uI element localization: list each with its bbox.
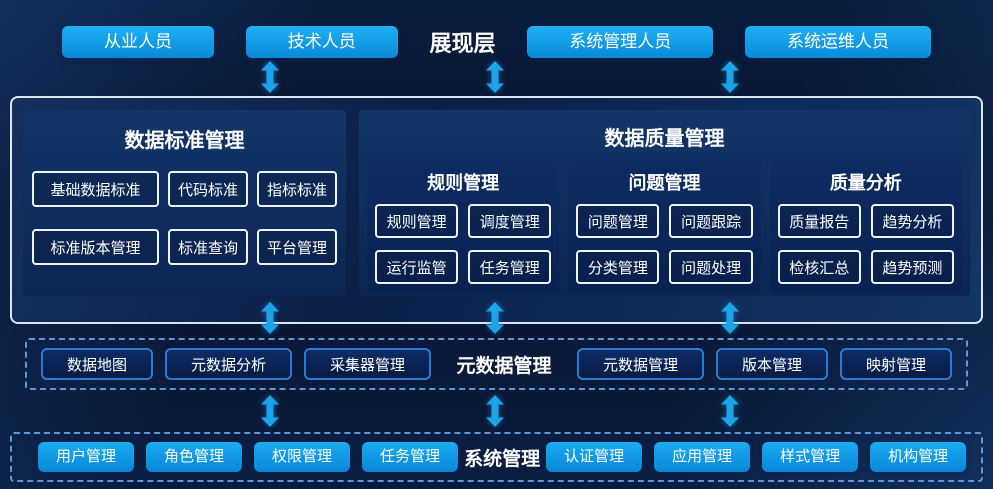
quality-item: 问题处理 [669,250,753,284]
standards-panel: 数据标准管理 基础数据标准 代码标准 指标标准 标准版本管理 标准查询 平台管理 [23,110,346,296]
system-item: 机构管理 [870,442,967,472]
double-arrow-icon [260,395,280,427]
system-item: 应用管理 [654,442,751,472]
subpanel-grid: 质量报告 趋势分析 检核汇总 趋势预测 [777,204,954,284]
quality-item: 运行监管 [375,250,459,284]
system-layer-title: 系统管理 [464,448,541,470]
double-arrow-icon [485,302,505,334]
arrow-row-bottom [0,390,993,432]
double-arrow-icon [485,61,505,93]
metadata-layer-title: 元数据管理 [456,355,552,377]
quality-item: 趋势预测 [870,250,954,284]
system-right-group: 认证管理 应用管理 样式管理 机构管理 [546,442,967,472]
standards-panel-title: 数据标准管理 [124,130,245,152]
presentation-layer-title: 展现层 [429,31,496,56]
standards-item: 指标标准 [257,171,337,207]
system-item: 样式管理 [762,442,859,472]
system-item: 用户管理 [38,442,135,472]
subpanel-grid: 问题管理 问题跟踪 分类管理 问题处理 [576,204,753,284]
quality-item: 质量报告 [777,204,861,238]
system-item: 认证管理 [546,442,643,472]
system-item: 角色管理 [146,442,243,472]
quality-item: 问题管理 [576,204,660,238]
quality-item: 调度管理 [468,204,552,238]
standards-item: 基础数据标准 [32,171,159,207]
quality-subpanel-issues: 问题管理 问题管理 问题跟踪 分类管理 问题处理 [568,160,761,294]
metadata-layer: 数据地图 元数据分析 采集器管理 元数据管理 元数据管理 版本管理 映射管理 [25,338,968,390]
standards-item: 标准查询 [168,229,248,265]
quality-item: 规则管理 [375,204,459,238]
double-arrow-icon [720,61,740,93]
presentation-role-technicians: 技术人员 [245,26,398,58]
standards-item: 代码标准 [168,171,248,207]
metadata-item: 元数据管理 [576,348,704,380]
quality-item: 趋势分析 [870,204,954,238]
quality-subpanel-analysis: 质量分析 质量报告 趋势分析 检核汇总 趋势预测 [769,160,962,294]
metadata-item: 版本管理 [715,348,828,380]
quality-item: 问题跟踪 [669,204,753,238]
metadata-item: 采集器管理 [304,348,432,380]
presentation-layer: 从业人员 技术人员 展现层 系统管理人员 系统运维人员 [0,0,993,58]
subpanel-title: 质量分析 [829,173,902,193]
double-arrow-icon [720,302,740,334]
standards-grid: 基础数据标准 代码标准 指标标准 标准版本管理 标准查询 平台管理 [32,171,337,265]
quality-item: 任务管理 [468,250,552,284]
standards-item: 平台管理 [257,229,337,265]
double-arrow-icon [485,395,505,427]
system-item: 权限管理 [254,442,351,472]
metadata-left-group: 数据地图 元数据分析 采集器管理 [41,348,432,380]
metadata-item: 元数据分析 [165,348,293,380]
system-item: 任务管理 [362,442,459,472]
subpanel-title: 问题管理 [628,173,701,193]
core-management-box: 数据标准管理 基础数据标准 代码标准 指标标准 标准版本管理 标准查询 平台管理… [10,96,983,324]
quality-subpanel-row: 规则管理 规则管理 调度管理 运行监管 任务管理 问题管理 问题管理 问题跟踪 … [367,160,962,294]
double-arrow-icon [720,395,740,427]
arrow-row-top [0,58,993,96]
presentation-role-system-admins: 系统管理人员 [527,26,714,58]
quality-item: 分类管理 [576,250,660,284]
metadata-item: 数据地图 [41,348,154,380]
metadata-item: 映射管理 [839,348,952,380]
metadata-right-group: 元数据管理 版本管理 映射管理 [576,348,952,380]
presentation-role-practitioners: 从业人员 [62,26,214,58]
quality-panel-title: 数据质量管理 [604,128,725,150]
subpanel-grid: 规则管理 调度管理 运行监管 任务管理 [375,204,552,284]
quality-subpanel-rules: 规则管理 规则管理 调度管理 运行监管 任务管理 [367,160,560,294]
double-arrow-icon [260,61,280,93]
presentation-role-system-ops: 系统运维人员 [744,26,931,58]
quality-panel: 数据质量管理 规则管理 规则管理 调度管理 运行监管 任务管理 问题管理 问题管… [359,110,970,296]
quality-item: 检核汇总 [777,250,861,284]
standards-item: 标准版本管理 [32,229,159,265]
double-arrow-icon [260,302,280,334]
arrow-row-middle [0,302,993,338]
system-layer: 用户管理 角色管理 权限管理 任务管理 系统管理 认证管理 应用管理 样式管理 … [10,432,983,482]
subpanel-title: 规则管理 [427,173,500,193]
system-left-group: 用户管理 角色管理 权限管理 任务管理 [38,442,459,472]
